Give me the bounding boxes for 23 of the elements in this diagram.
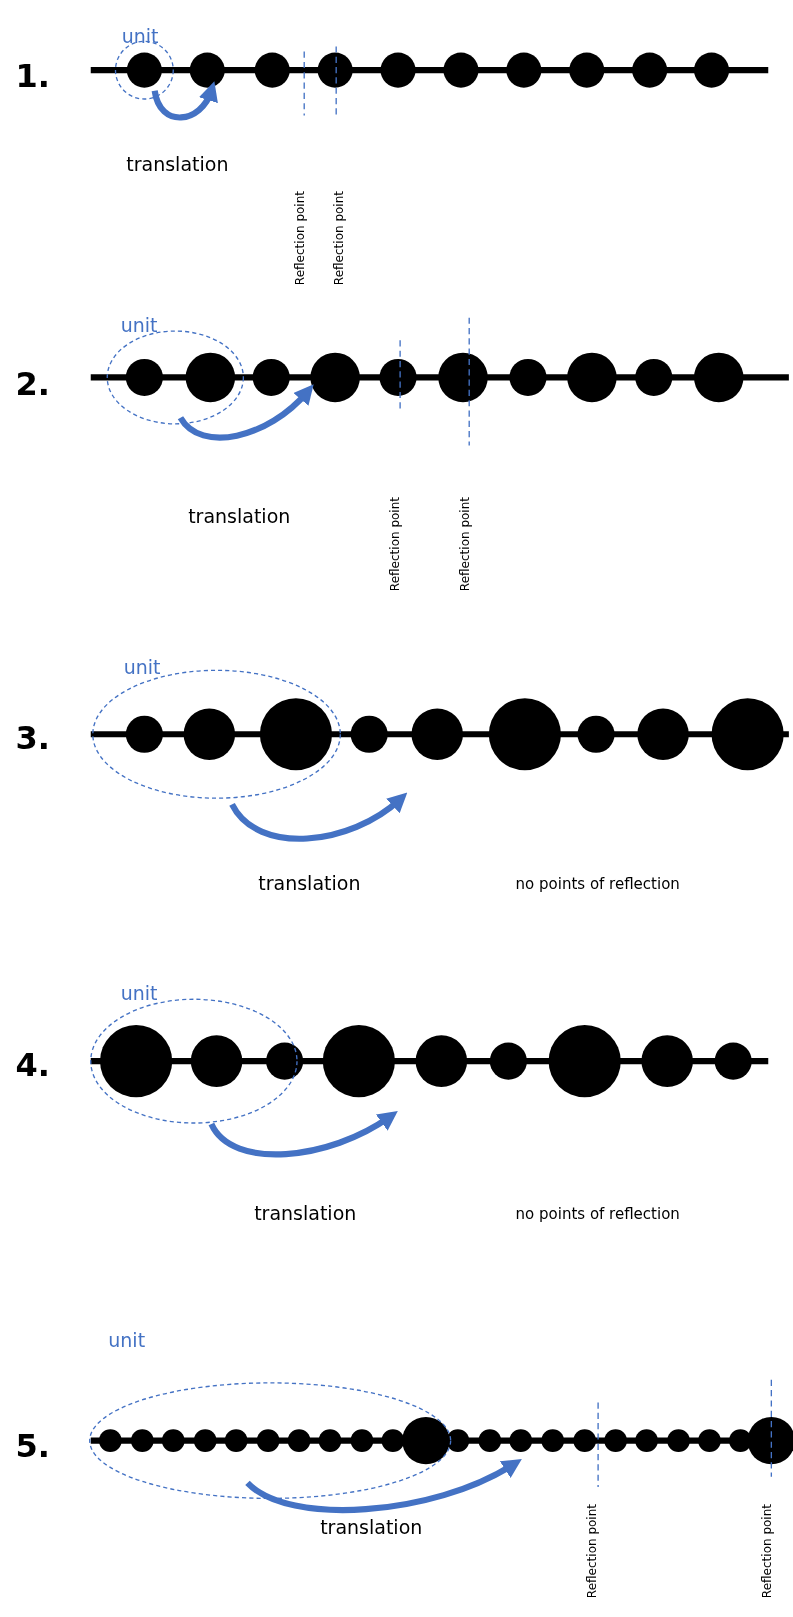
row-number: 2. bbox=[15, 368, 50, 401]
reflection-point-label: Reflection point bbox=[585, 1503, 598, 1598]
unit-label: unit bbox=[123, 657, 161, 677]
row-number: 5. bbox=[15, 1430, 50, 1463]
reflection-point-label: Reflection point bbox=[333, 190, 346, 285]
row-number: 1. bbox=[15, 59, 50, 92]
reflection-point-label: Reflection point bbox=[761, 1503, 774, 1598]
unit-label: unit bbox=[120, 315, 158, 335]
row-number: 4. bbox=[15, 1048, 50, 1081]
reflection-point-label: Reflection point bbox=[458, 497, 471, 592]
translation-label: translation bbox=[254, 1204, 357, 1224]
unit-label: unit bbox=[108, 1331, 146, 1351]
row-number: 3. bbox=[15, 721, 50, 754]
reflection-point-label: Reflection point bbox=[293, 190, 306, 285]
translation-label: translation bbox=[126, 154, 229, 174]
note-text: no points of reflection bbox=[515, 1206, 680, 1222]
unit-label: unit bbox=[120, 983, 158, 1003]
unit-label: unit bbox=[121, 26, 159, 46]
translation-label: translation bbox=[320, 1517, 423, 1537]
reflection-point-label: Reflection point bbox=[388, 497, 401, 592]
translation-label: translation bbox=[188, 507, 291, 527]
translation-label: translation bbox=[258, 874, 361, 894]
note-text: no points of reflection bbox=[515, 876, 680, 892]
